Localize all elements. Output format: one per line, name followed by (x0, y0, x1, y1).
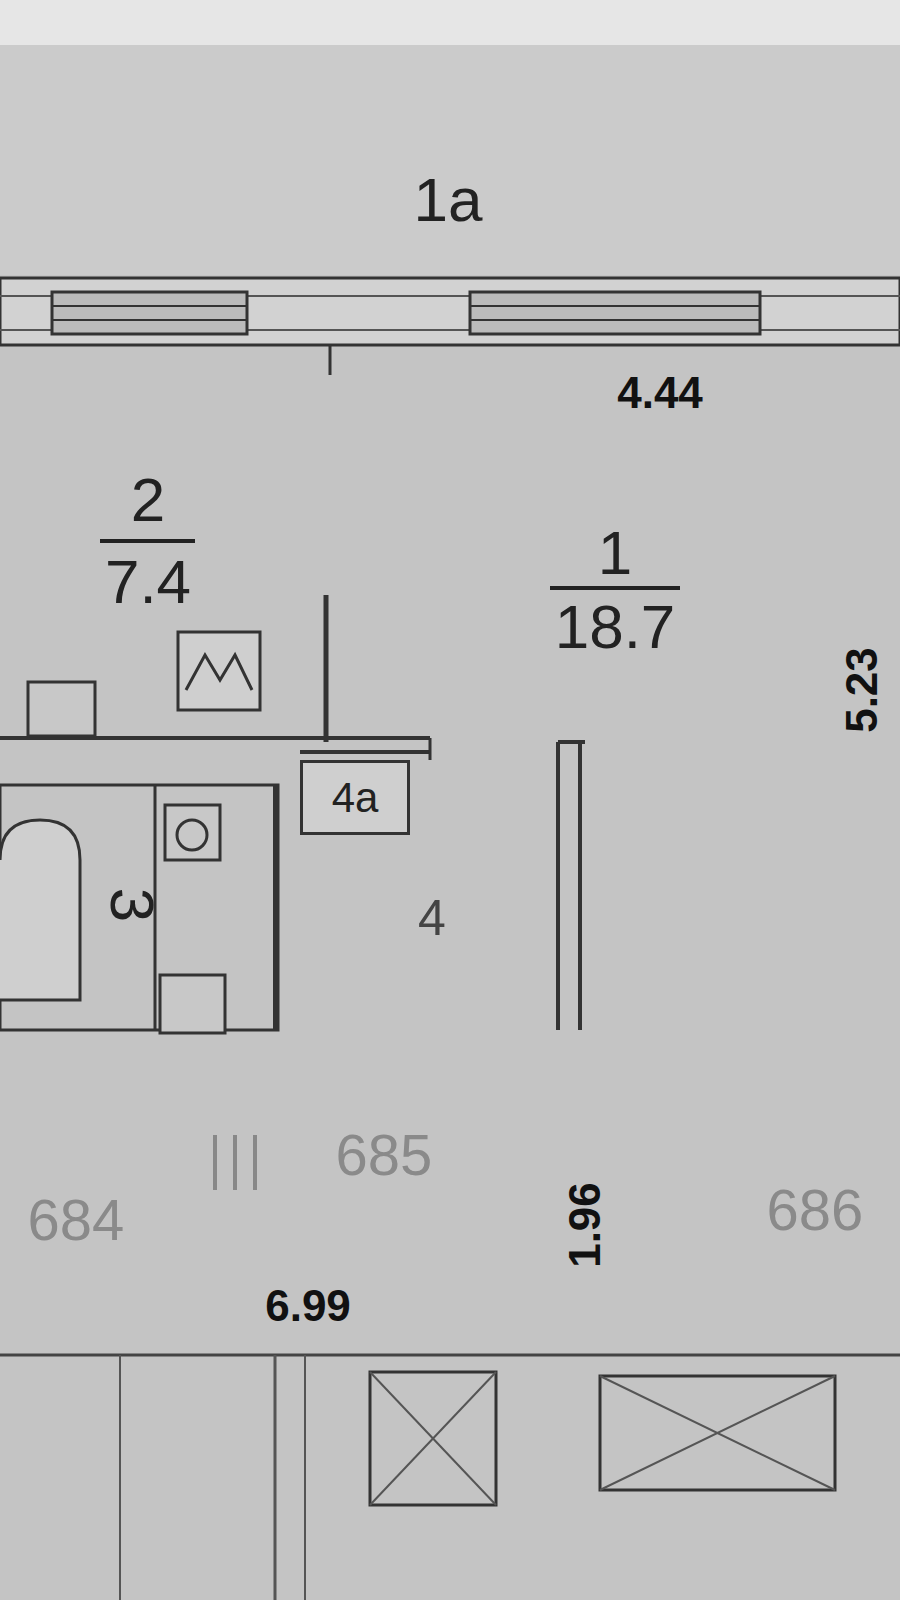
mark-number: 685 (336, 1126, 433, 1184)
dimension: 4.44 (617, 371, 703, 415)
room-box: 4а (300, 760, 410, 835)
dimension: 5.23 (840, 647, 884, 733)
room-number: 1 (598, 522, 632, 584)
room-area: 18.7 (555, 596, 676, 658)
mark-number: 686 (767, 1181, 864, 1239)
room-number: 3 (101, 888, 163, 922)
room-number: 1а (414, 169, 483, 231)
dimension: 6.99 (265, 1284, 351, 1328)
room-number: 2 (131, 469, 165, 531)
mark-number: 684 (28, 1191, 125, 1249)
dimension: 1.96 (563, 1182, 607, 1268)
room-number: 4а (332, 777, 379, 819)
room-number: 4 (418, 893, 446, 943)
room-area: 7.4 (105, 551, 191, 613)
